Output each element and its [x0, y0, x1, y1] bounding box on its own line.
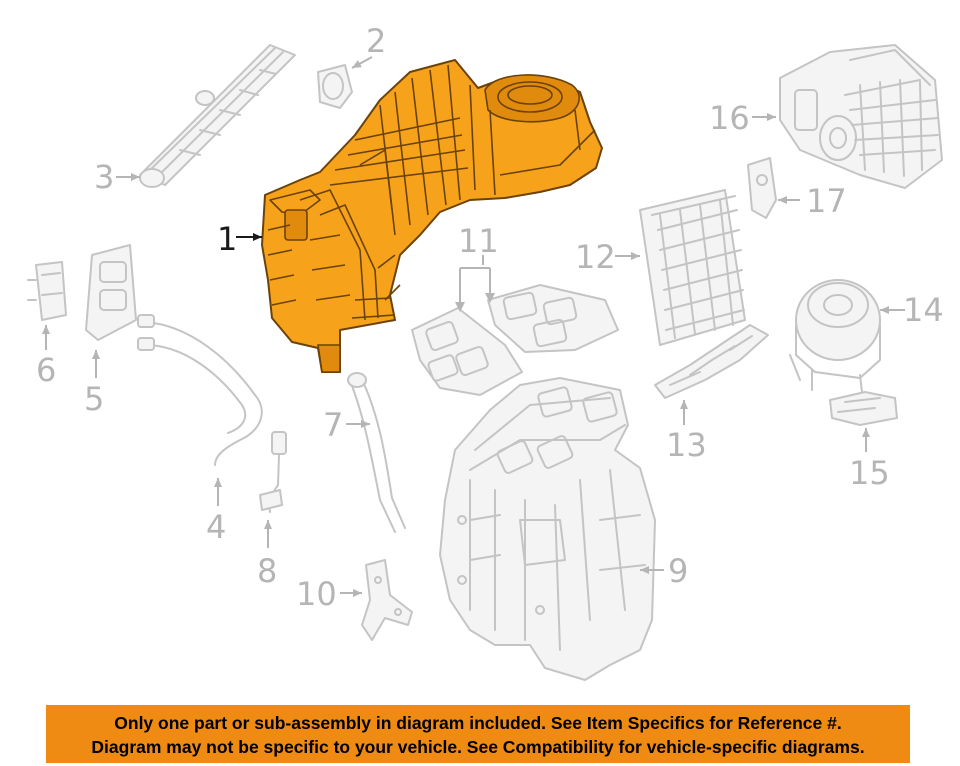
part-4-heater-tube: [137, 314, 263, 466]
callout-6: 6: [36, 351, 56, 389]
callout-3: 3: [94, 158, 114, 196]
part-6-sensor: [27, 261, 67, 321]
part-2-grommet: [317, 64, 353, 109]
callout-16: 16: [709, 99, 750, 137]
part-3-evaporator-core: [139, 44, 296, 188]
part-15-blower-resistor: [829, 391, 898, 426]
disclaimer-line-1: Only one part or sub-assembly in diagram…: [114, 713, 842, 733]
callout-10: 10: [296, 575, 337, 613]
part-1-highlighted-housing: [261, 59, 603, 373]
leader-lines: [42, 56, 905, 597]
part-7-drain-hose: [347, 372, 406, 533]
part-16-blower-housing: [779, 44, 943, 189]
part-5-seal: [85, 244, 137, 341]
callout-12: 12: [575, 238, 616, 276]
callout-15: 15: [849, 454, 890, 492]
callout-13: 13: [666, 426, 707, 464]
callout-7: 7: [323, 406, 343, 444]
callout-2: 2: [366, 22, 386, 60]
callout-4: 4: [206, 508, 226, 546]
callout-8: 8: [257, 552, 277, 590]
disclaimer-banner: Only one part or sub-assembly in diagram…: [46, 705, 910, 763]
parts-diagram: 1 2 3 4 5 6 7 8 9 10 11 12 13 14 15 16 1…: [27, 22, 944, 681]
part-10-bracket: [361, 559, 413, 641]
callout-9: 9: [668, 552, 688, 590]
part-9-hvac-case: [439, 377, 656, 681]
callout-1: 1: [217, 220, 237, 258]
part-12-cabin-filter: [639, 189, 746, 346]
callout-numbers: 1 2 3 4 5 6 7 8 9 10 11 12 13 14 15 16 1…: [36, 22, 944, 613]
callout-14: 14: [903, 291, 944, 329]
callout-11: 11: [458, 222, 499, 260]
disclaimer-line-2: Diagram may not be specific to your vehi…: [91, 737, 865, 757]
callout-5: 5: [84, 380, 104, 418]
part-17-actuator: [747, 157, 777, 219]
part-13-mounting-bracket: [654, 324, 769, 399]
callout-17: 17: [806, 182, 847, 220]
part-14-blower-motor: [789, 279, 881, 393]
part-11-seals: [411, 284, 619, 396]
part-8-temperature-sensor: [259, 431, 287, 513]
